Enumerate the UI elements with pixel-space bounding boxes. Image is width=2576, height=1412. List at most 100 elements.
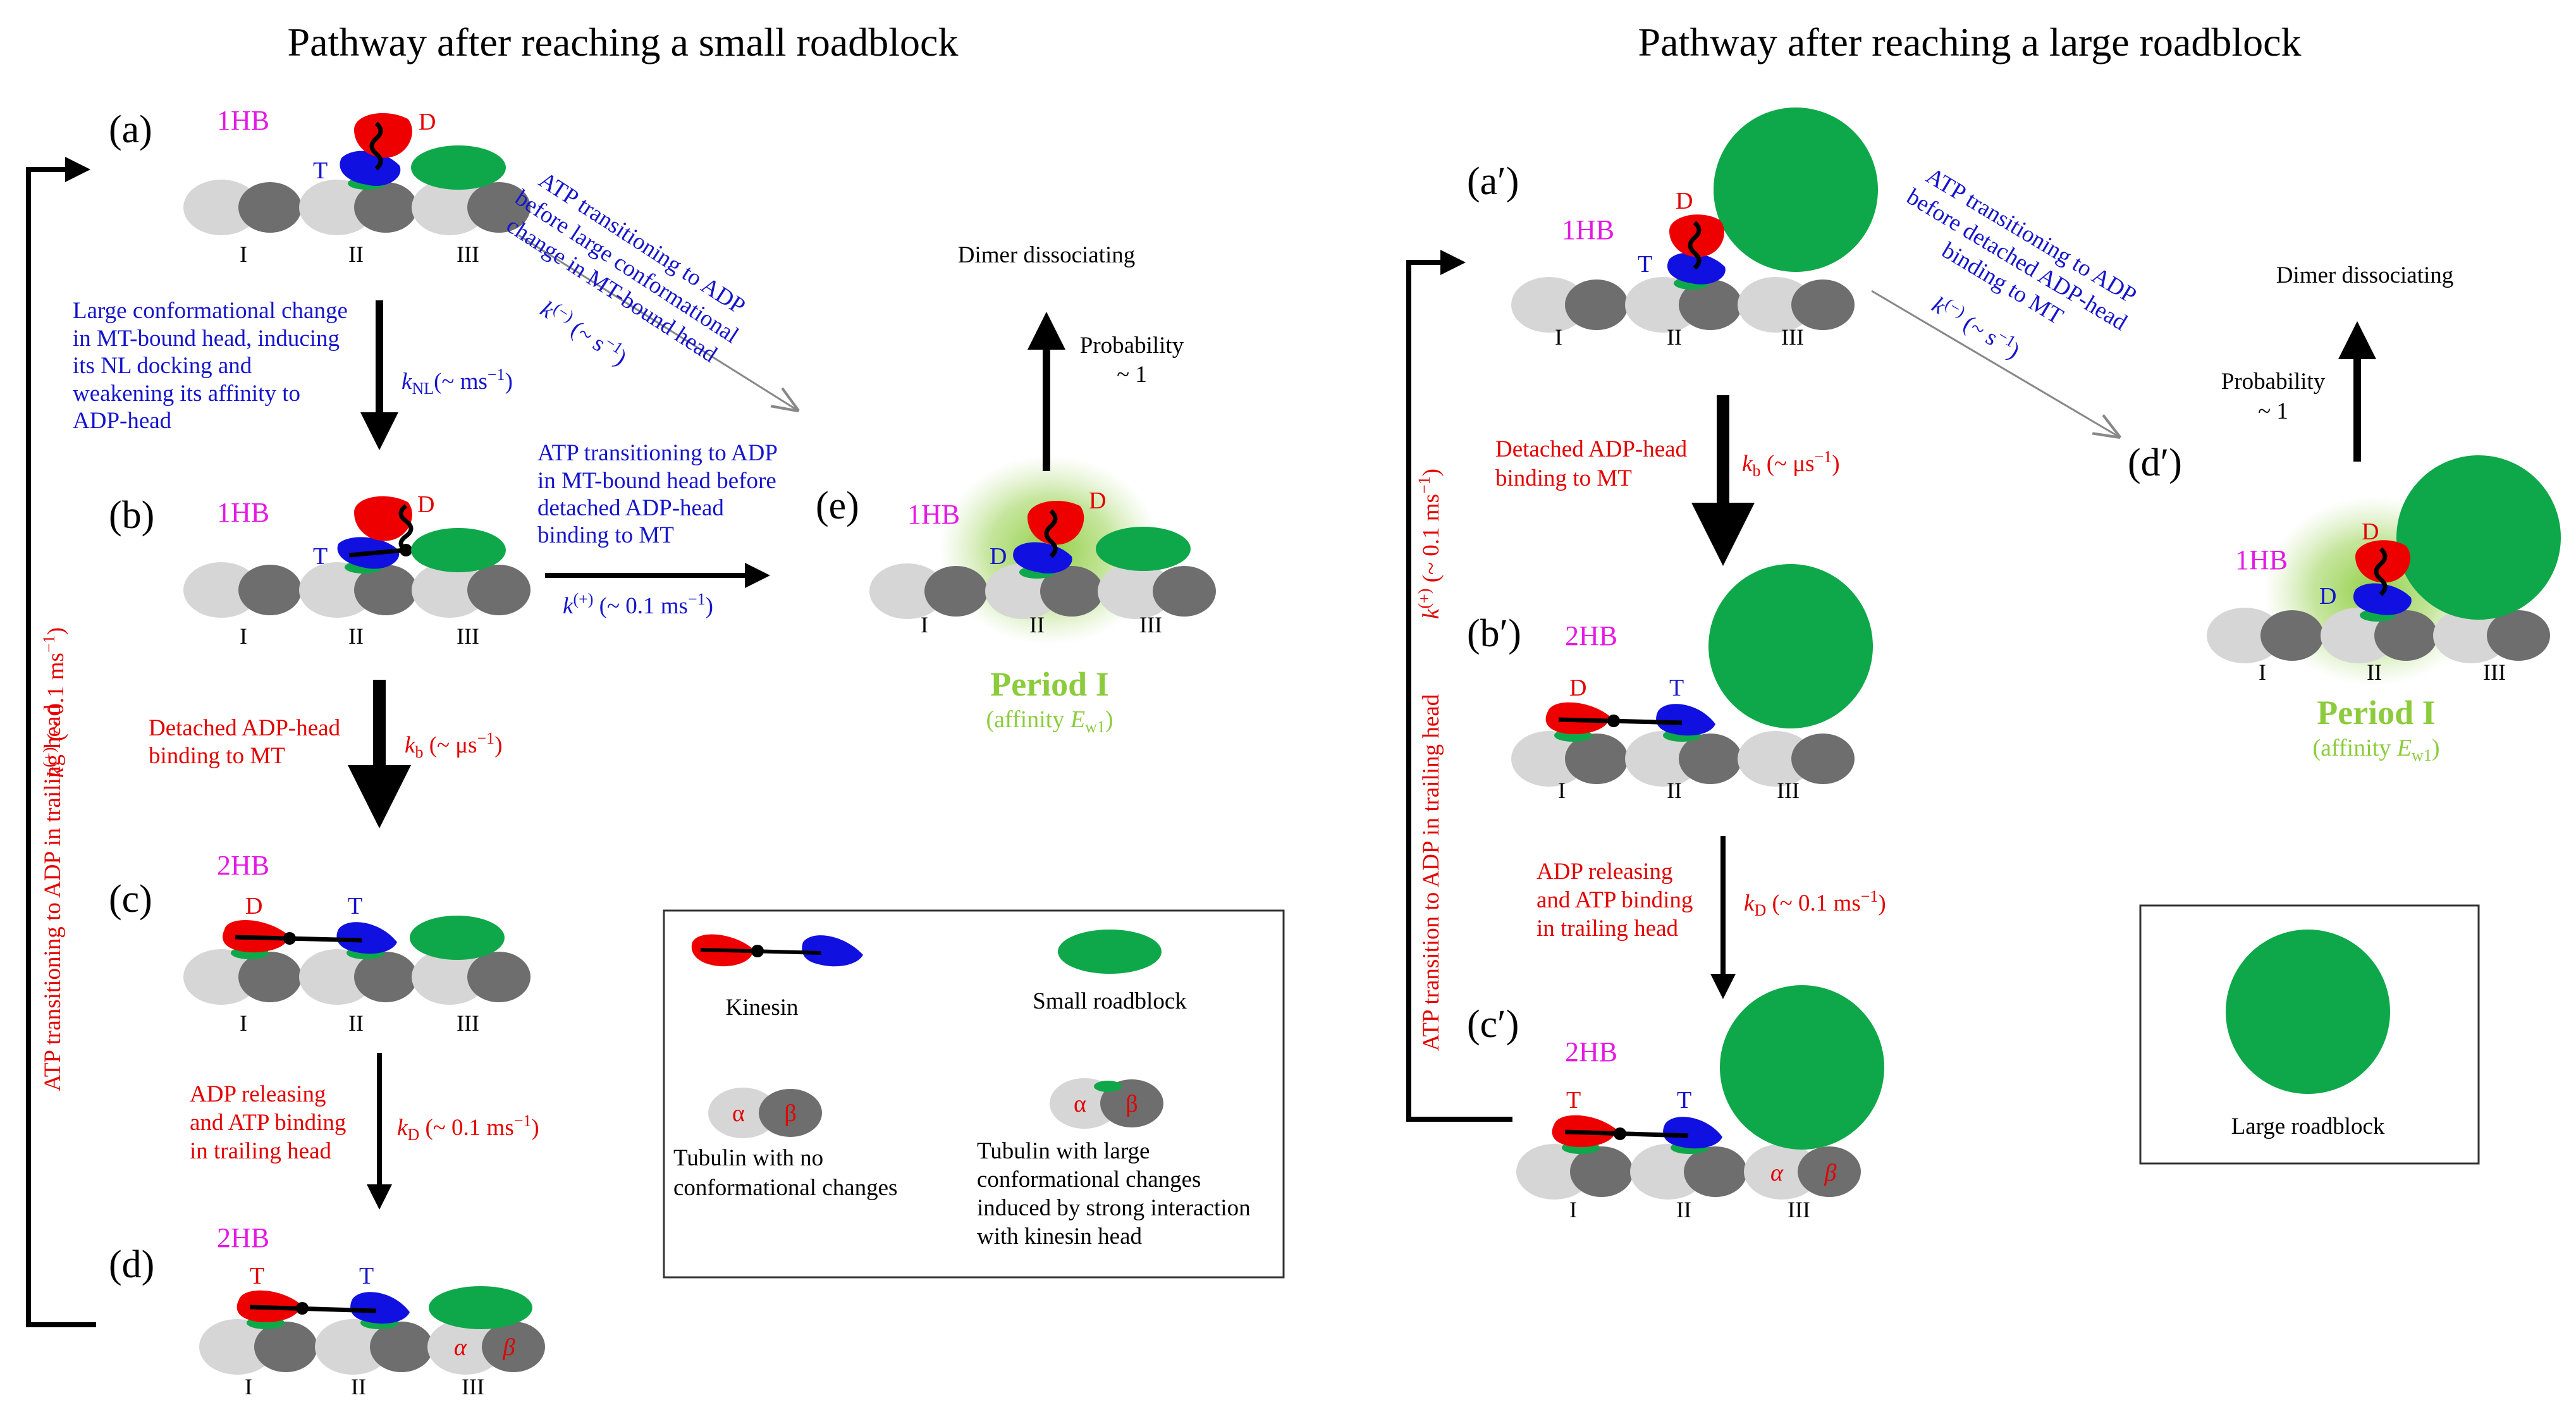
arrow-a-to-e	[518, 234, 797, 410]
affinity-label: (affinity Ew1)	[986, 706, 1113, 736]
microtubule-lattice	[183, 180, 531, 235]
site-label-ii: II	[1676, 1197, 1691, 1222]
large-roadblock	[2396, 455, 2561, 620]
legend-tubulin-changed-line1: Tubulin with large	[977, 1138, 1150, 1164]
state-c: 2HB I II III D T	[183, 850, 531, 1036]
legend-tubulin-plain-line1: Tubulin with no	[673, 1145, 823, 1171]
rate-k-nl: kNL(~ ms−1)	[402, 365, 513, 398]
head-label-d: D	[417, 491, 434, 518]
site-label-ii: II	[1029, 612, 1045, 637]
head-label-d: D	[1676, 188, 1693, 214]
state-label-2hb: 2HB	[1565, 620, 1617, 651]
site-label-ii: II	[348, 1010, 364, 1036]
state-e: 1HB I II III D D Period I (affinity Ew1)…	[869, 242, 1216, 736]
panel-label-b: (b)	[109, 494, 154, 537]
site-label-i: I	[1569, 1197, 1577, 1222]
alpha-label: α	[1770, 1160, 1784, 1186]
small-roadblock	[410, 916, 505, 960]
head-label-t: T	[250, 1263, 264, 1289]
head-label-d: D	[2362, 519, 2379, 545]
atp-head	[340, 150, 401, 186]
svg-text:Large conformational change: Large conformational change	[73, 298, 348, 324]
svg-text:in trailing head: in trailing head	[190, 1138, 331, 1164]
svg-text:weakening its affinity to: weakening its affinity to	[73, 381, 300, 407]
site-label-i: I	[245, 1374, 252, 1399]
legend-alpha: α	[732, 1100, 745, 1127]
alpha-label: α	[454, 1334, 467, 1361]
panel-label-b-prime: (b′)	[1467, 612, 1521, 655]
panel-label-d-prime: (d′)	[2128, 441, 2182, 484]
site-label-i: I	[2259, 660, 2266, 685]
site-label-ii: II	[1667, 324, 1682, 350]
note-a-prime-to-b-prime: Detached ADP-head binding to MT	[1495, 436, 1688, 491]
arrow-a-prime-to-d-prime	[1871, 290, 2118, 436]
legend-alpha: α	[1074, 1091, 1086, 1117]
svg-text:Detached ADP-head: Detached ADP-head	[149, 715, 341, 741]
note-b-to-e: ATP transitioning to ADP in MT-bound hea…	[537, 440, 778, 548]
svg-text:ADP releasing: ADP releasing	[1536, 859, 1672, 885]
state-label-2hb: 2HB	[217, 1222, 269, 1253]
head-label-d: D	[990, 543, 1007, 570]
site-label-ii: II	[1667, 778, 1682, 803]
state-a-prime: 1HB I II III D T	[1511, 107, 1878, 350]
head-label-t: T	[359, 1263, 374, 1289]
state-label-2hb: 2HB	[217, 850, 269, 881]
head-label-d: D	[2319, 583, 2336, 610]
dimer-dissociating-label: Dimer dissociating	[2276, 262, 2454, 288]
head-label-d: D	[245, 893, 262, 919]
legend-small-roadblock-label: Small roadblock	[1033, 988, 1187, 1014]
state-d-prime: 1HB I II III D D Period I (affinity Ew1)…	[2207, 262, 2561, 764]
legend-small-roadblock-icon	[1058, 930, 1162, 974]
small-roadblock	[411, 145, 506, 190]
probability-label: Probability	[1080, 333, 1184, 359]
legend-tubulin-changed-line4: with kinesin head	[977, 1224, 1143, 1249]
note-a-prime-to-d-prime: ATP transitioning to ADP before detached…	[1902, 163, 2140, 364]
site-label-iii: III	[1139, 612, 1162, 637]
svg-text:Detached ADP-head: Detached ADP-head	[1495, 436, 1688, 462]
svg-text:ATP transition to ADP in trail: ATP transition to ADP in trailing head	[1418, 694, 1444, 1051]
note-c-prime-to-a-prime: ATP transition to ADP in trailing head	[1418, 694, 1444, 1051]
beta-label: β	[503, 1334, 515, 1361]
site-label-i: I	[240, 242, 247, 267]
state-d: 2HB I II III α β T T	[199, 1222, 545, 1399]
panel-label-e: (e)	[816, 484, 859, 527]
legend-tubulin-plain-line2: conformational changes	[673, 1175, 897, 1201]
note-c-to-d: ADP releasing and ATP binding in trailin…	[190, 1081, 346, 1164]
large-roadblock	[1708, 564, 1873, 728]
legend-large: Large roadblock	[2139, 904, 2480, 1165]
state-c-prime: 2HB I II III α β T T	[1516, 985, 1884, 1222]
rate-k-plus: k(+) (~ 0.1 ms−1)	[563, 590, 713, 619]
svg-text:before large conformational: before large conformational	[510, 185, 743, 348]
state-label-2hb: 2HB	[1565, 1036, 1617, 1067]
state-label-1hb: 1HB	[217, 497, 269, 528]
arrow-d-to-a	[26, 157, 96, 1327]
state-label-1hb: 1HB	[2235, 544, 2288, 575]
site-label-i: I	[240, 623, 247, 649]
legend-large-roadblock-icon	[2226, 930, 2390, 1094]
note-b-prime-to-c-prime: ADP releasing and ATP binding in trailin…	[1536, 859, 1693, 942]
panel-label-d: (d)	[109, 1243, 154, 1286]
svg-text:and ATP binding: and ATP binding	[190, 1110, 346, 1136]
legend-tubulin-changed-line2: conformational changes	[977, 1167, 1201, 1193]
panel-label-a: (a)	[109, 108, 152, 151]
site-label-iii: III	[2483, 660, 2506, 685]
small-roadblock	[1096, 527, 1191, 571]
svg-text:detached ADP-head: detached ADP-head	[537, 495, 724, 521]
period-label: Period I	[990, 665, 1108, 703]
affinity-label: (affinity Ew1)	[2313, 735, 2440, 764]
panel-label-a-prime: (a′)	[1467, 160, 1519, 203]
legend-kinesin-label: Kinesin	[725, 995, 798, 1021]
probability-label: Probability	[2221, 369, 2326, 395]
site-label-i: I	[1558, 778, 1566, 803]
title-small-roadblock: Pathway after reaching a small roadblock	[288, 20, 959, 64]
site-label-ii: II	[348, 242, 364, 267]
beta-label: β	[1824, 1160, 1837, 1186]
svg-text:in MT-bound head, inducing: in MT-bound head, inducing	[73, 326, 340, 352]
head-label-t: T	[1677, 1087, 1691, 1114]
svg-text:binding to MT: binding to MT	[537, 522, 674, 548]
site-label-i: I	[921, 612, 928, 637]
site-label-iii: III	[462, 1374, 484, 1399]
period-label: Period I	[2317, 694, 2435, 732]
rate-k-b: kb (~ μs−1)	[1742, 448, 1840, 480]
